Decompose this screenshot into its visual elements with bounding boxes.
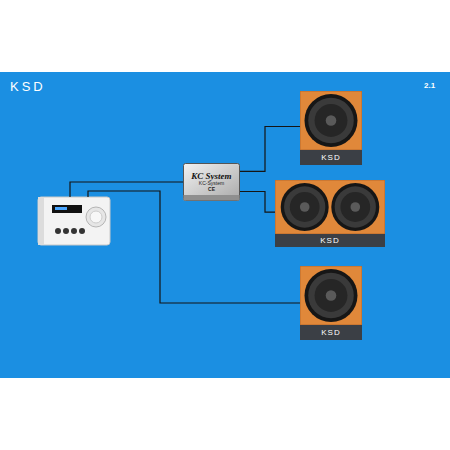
blue-panel [0, 72, 450, 378]
cable [240, 127, 300, 172]
brand-logo: KSD [10, 79, 46, 94]
page-number: 2.1 [424, 81, 435, 90]
device-label: KC System [191, 172, 231, 182]
cable [240, 192, 275, 213]
controller [38, 197, 110, 245]
subwoofer: KSD [275, 180, 385, 247]
monitor-speaker: KSD [300, 266, 362, 340]
brand-logo: KSD [320, 237, 339, 246]
brand-logo: KSD [321, 329, 340, 338]
monitor-speaker: KSD [300, 91, 362, 165]
brand-logo: KSD [321, 154, 340, 163]
device-label: CE [208, 187, 215, 193]
splitter-box: KC SystemKC-SystemCE [183, 163, 240, 201]
wires [70, 182, 300, 303]
